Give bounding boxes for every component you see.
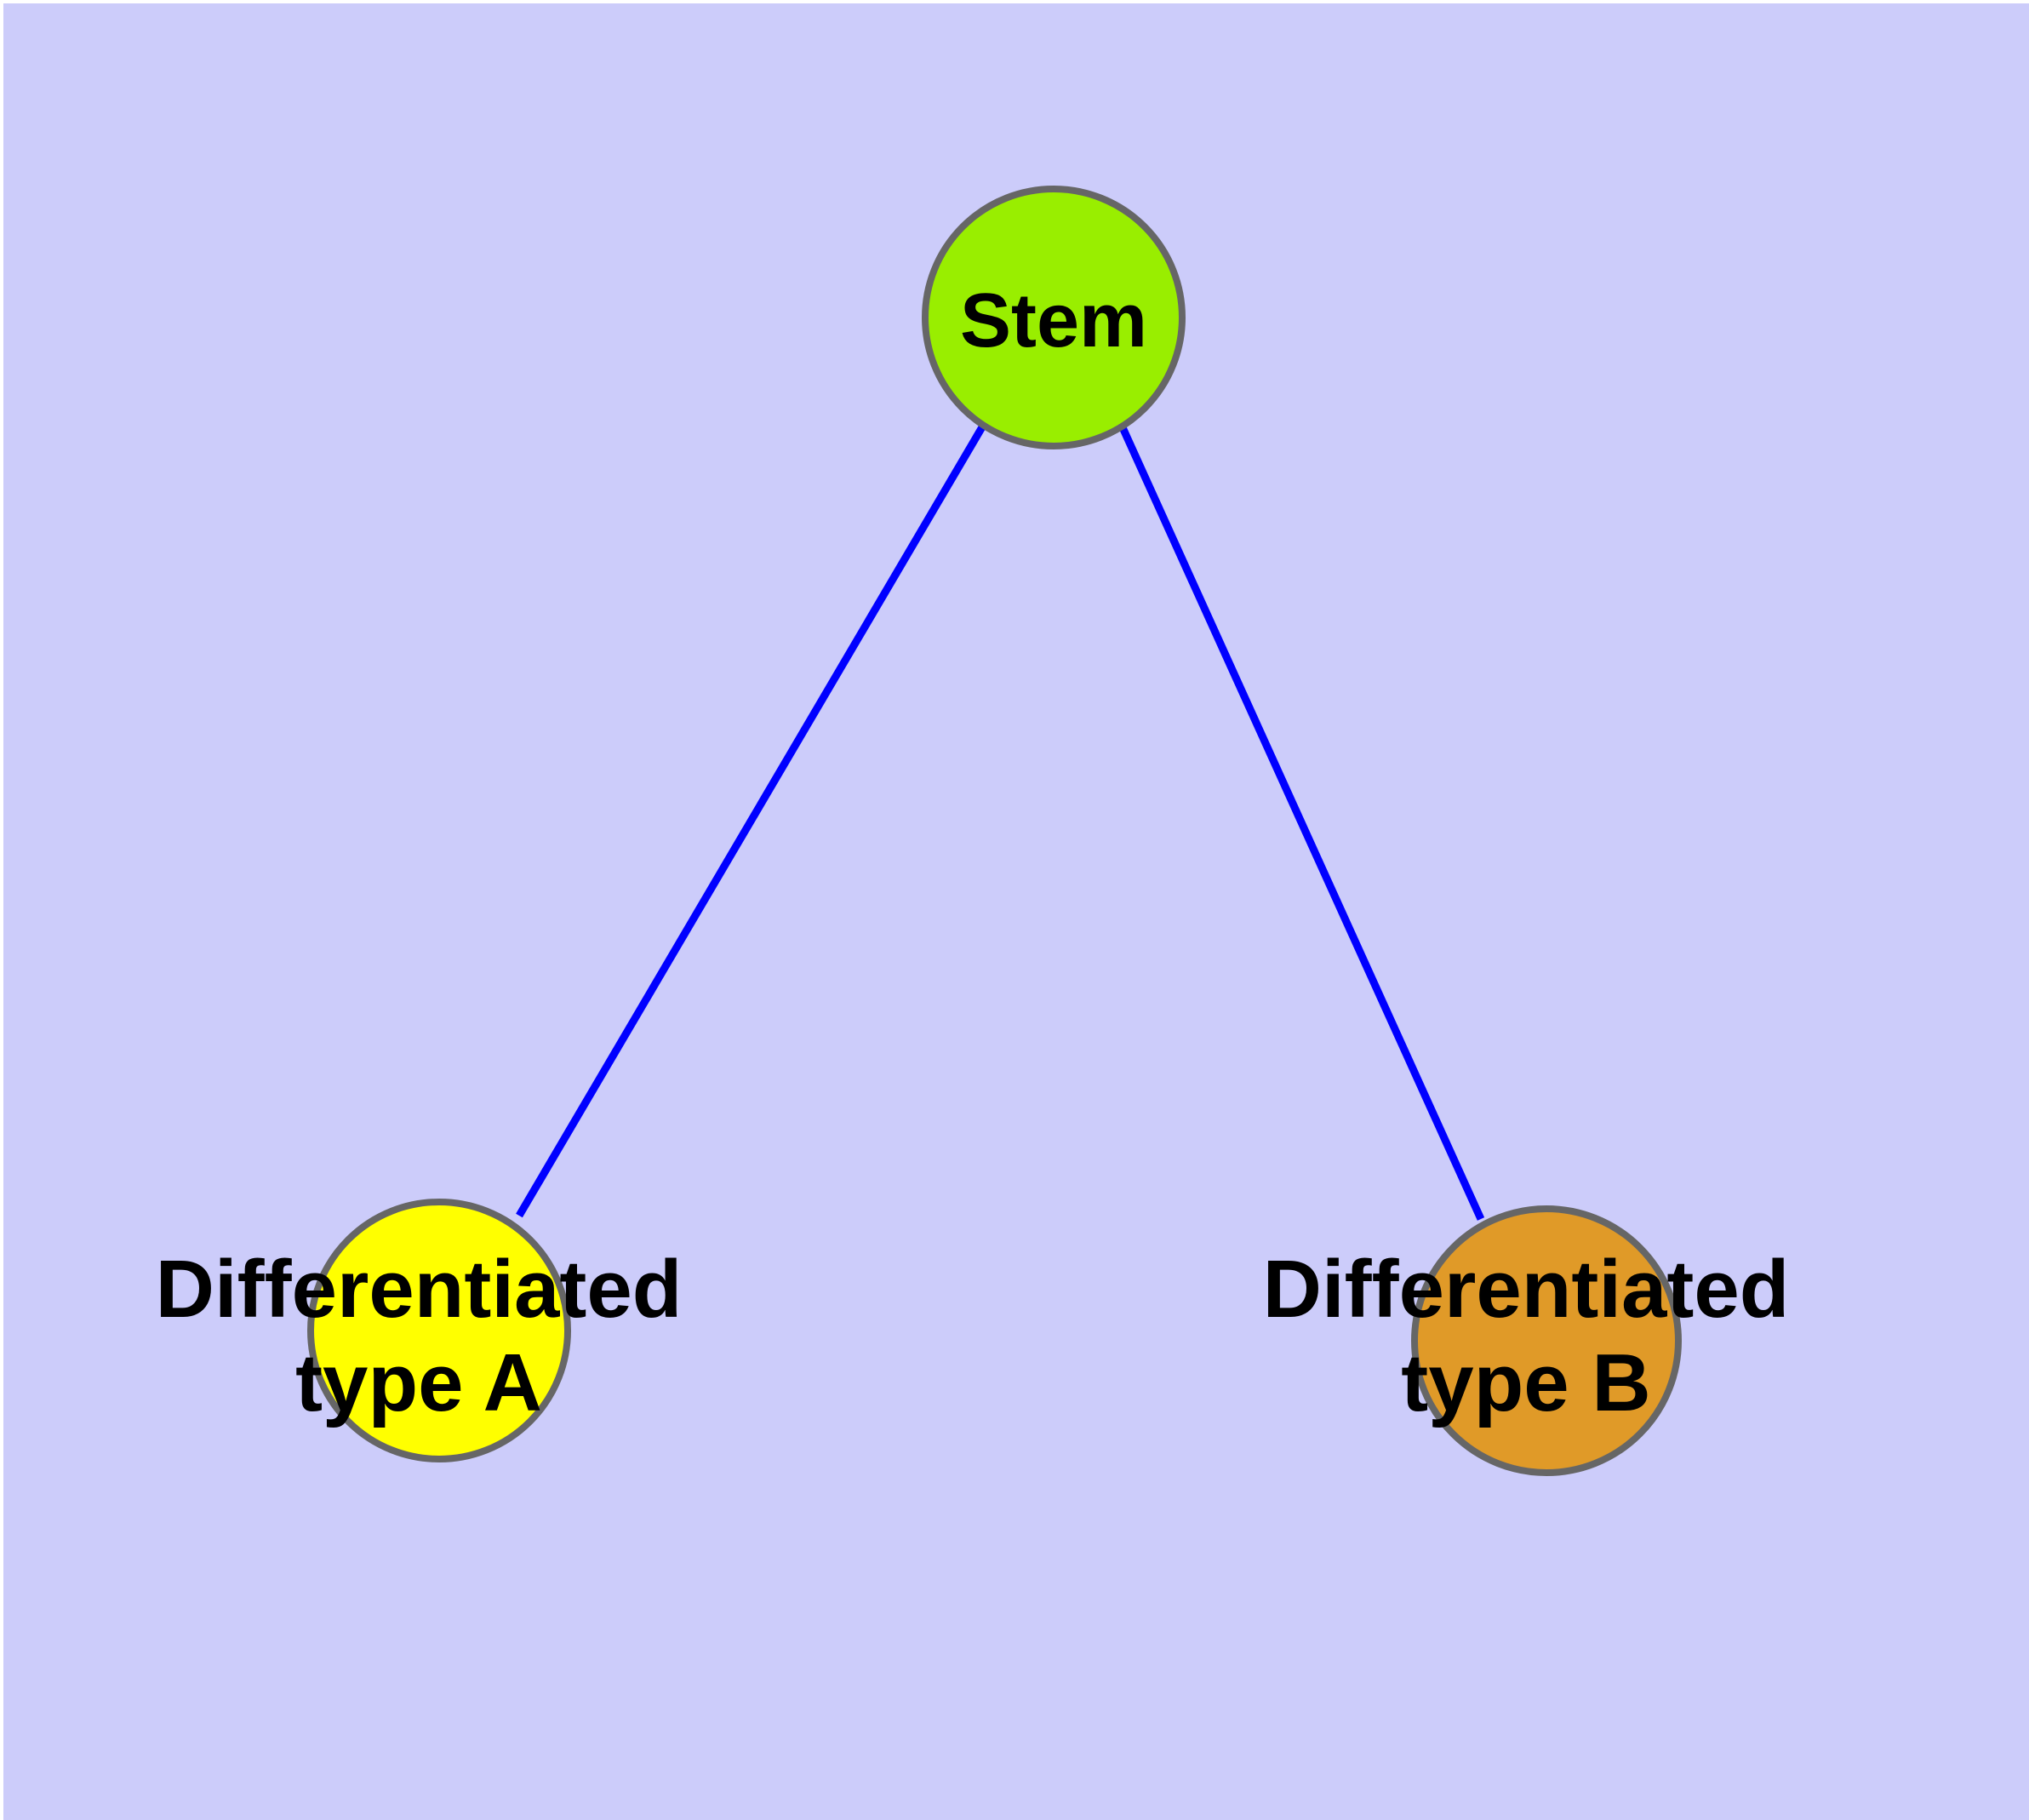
node-label-stem: Stem: [960, 278, 1147, 363]
edges-layer: [516, 423, 1485, 1221]
node-label-line: Differentiated: [156, 1244, 683, 1335]
node-stem[interactable]: [922, 186, 1186, 449]
edge-stem-to-diff-b: [1117, 424, 1485, 1221]
node-diff_b[interactable]: [1411, 1205, 1682, 1476]
edge-stem-to-diff-a: [516, 423, 986, 1218]
node-diff_a[interactable]: [307, 1199, 571, 1462]
node-label-line: type B: [1401, 1337, 1650, 1428]
node-label-line: Differentiated: [1263, 1244, 1790, 1335]
node-label-line: type A: [295, 1337, 542, 1428]
node-label-line: Stem: [960, 278, 1147, 363]
nodes-layer: [307, 186, 1682, 1476]
